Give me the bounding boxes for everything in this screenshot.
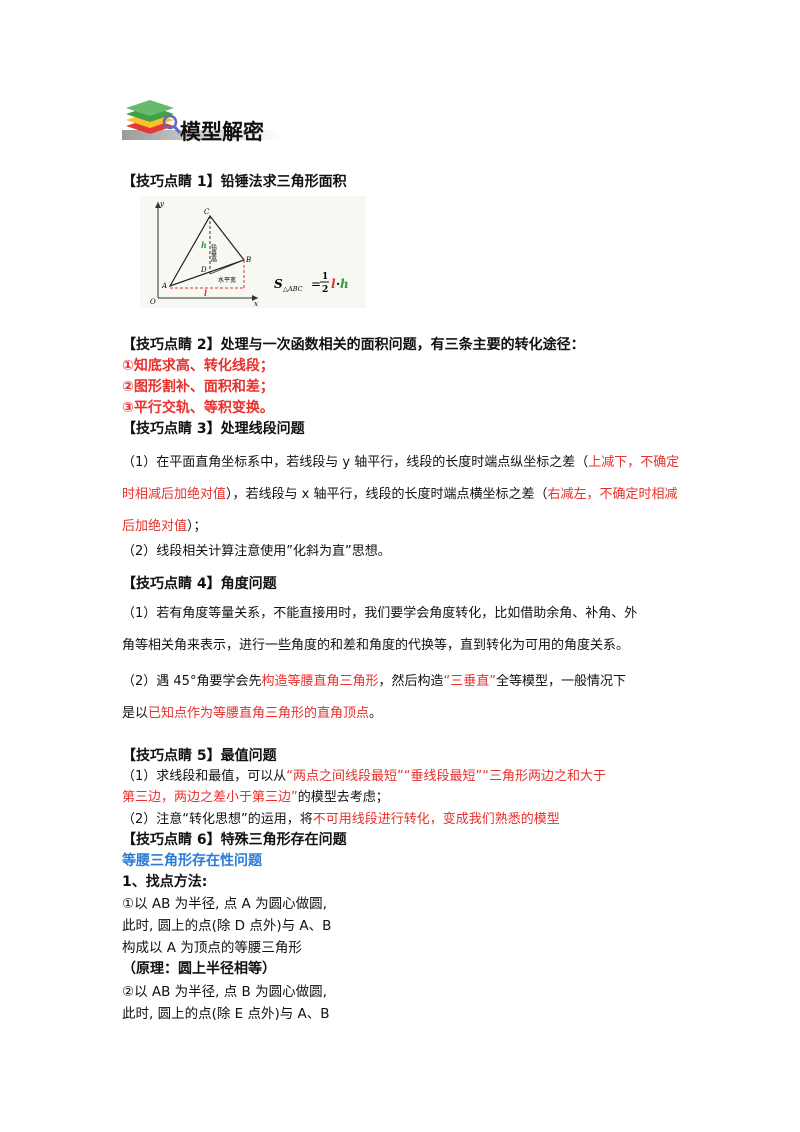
tip4-paragraph-1b: 角等相关角来表示，进行一些角度的和差和角度的代换等，直到转化为可用的角度关系。 (122, 638, 630, 653)
header-title: 模型解密 (180, 119, 264, 144)
axis-x-label: x (254, 300, 258, 308)
plumb-method-diagram: y x O A B C D h l 铅垂高 水平宽 S △ABC = 1 2 l… (150, 200, 349, 308)
tip3-paragraph-1: （1）在平面直角坐标系中，若线段与 y 轴平行，线段的长度时端点纵坐标之差（上减… (122, 455, 680, 534)
vertical-height-label: 铅垂高 (210, 243, 217, 263)
svg-text:=: = (311, 277, 321, 291)
tip2-item-1: ①知底求高、转化线段； (122, 358, 274, 374)
point-b-label: B (245, 256, 251, 264)
origin-label: O (150, 298, 156, 306)
point-c-label: C (204, 208, 210, 216)
tip6-subheading: 等腰三角形存在性问题 (122, 853, 262, 869)
tip6-line-5: ②以 AB 为半径, 点 B 为圆心做圆, (122, 984, 327, 1000)
svg-text:2: 2 (322, 285, 328, 295)
area-formula: S △ABC = 1 2 l · h (274, 272, 349, 295)
svg-text:h: h (340, 277, 349, 291)
width-l-label: l (204, 288, 207, 298)
tip5-paragraph-1: （1）求线段和最值，可以从“两点之间线段最短”“垂线段最短”“三角形两边之和大于… (122, 769, 606, 805)
tip3-heading: 【技巧点睛 3】处理线段问题 (122, 421, 305, 437)
svg-text:△ABC: △ABC (283, 285, 303, 293)
tip6-line-2: 此时, 圆上的点(除 D 点外)与 A、B (122, 918, 332, 934)
tip2-heading: 【技巧点睛 2】处理与一次函数相关的面积问题，有三条主要的转化途径： (122, 337, 585, 353)
tip6-line-3: 构成以 A 为顶点的等腰三角形 (122, 940, 302, 956)
tip6-line-6: 此时, 圆上的点(除 E 点外)与 A、B (122, 1006, 330, 1022)
tip4-paragraph-2: （2）遇 45°角要学会先构造等腰直角三角形，然后构造“三垂直”全等模型，一般情… (122, 674, 626, 721)
svg-text:l: l (331, 277, 336, 291)
tip3-paragraph-2: （2）线段相关计算注意使用”化斜为直”思想。 (122, 544, 391, 559)
tip6-heading: 【技巧点睛 6】特殊三角形存在问题 (122, 832, 347, 848)
layers-logo-icon (122, 100, 282, 140)
tip5-heading: 【技巧点睛 5】最值问题 (122, 748, 277, 764)
height-h-label: h (201, 240, 207, 250)
svg-text:S: S (274, 277, 283, 291)
tip4-paragraph-1a: （1）若有角度等量关系，不能直接用时，我们要学会角度转化，比如借助余角、补角、外 (122, 606, 638, 621)
tip1-heading: 【技巧点睛 1】铅锤法求三角形面积 (122, 174, 347, 190)
point-d-label: D (200, 266, 207, 274)
tip6-principle: （原理：圆上半径相等） (122, 961, 276, 977)
svg-text:·: · (336, 277, 340, 291)
tip6-method: 1、找点方法: (122, 874, 208, 890)
svg-text:1: 1 (322, 272, 328, 282)
tip2-item-2: ②图形割补、面积和差； (122, 379, 274, 395)
tip2-item-3: ③平行交轨、等积变换。 (122, 400, 274, 416)
header-banner: 模型解密 (122, 96, 282, 148)
horizontal-width-label: 水平宽 (218, 276, 236, 284)
point-a-label: A (161, 282, 167, 290)
tip5-paragraph-2: （2）注意“转化思想”的运用，将不可用线段进行转化，变成我们熟悉的模型 (122, 812, 560, 827)
axis-y-label: y (159, 200, 165, 208)
tip1-figure: y x O A B C D h l 铅垂高 水平宽 S △ABC = 1 2 l… (140, 196, 366, 308)
tip6-line-1: ①以 AB 为半径, 点 A 为圆心做圆, (122, 896, 327, 912)
tip4-heading: 【技巧点睛 4】角度问题 (122, 576, 277, 592)
